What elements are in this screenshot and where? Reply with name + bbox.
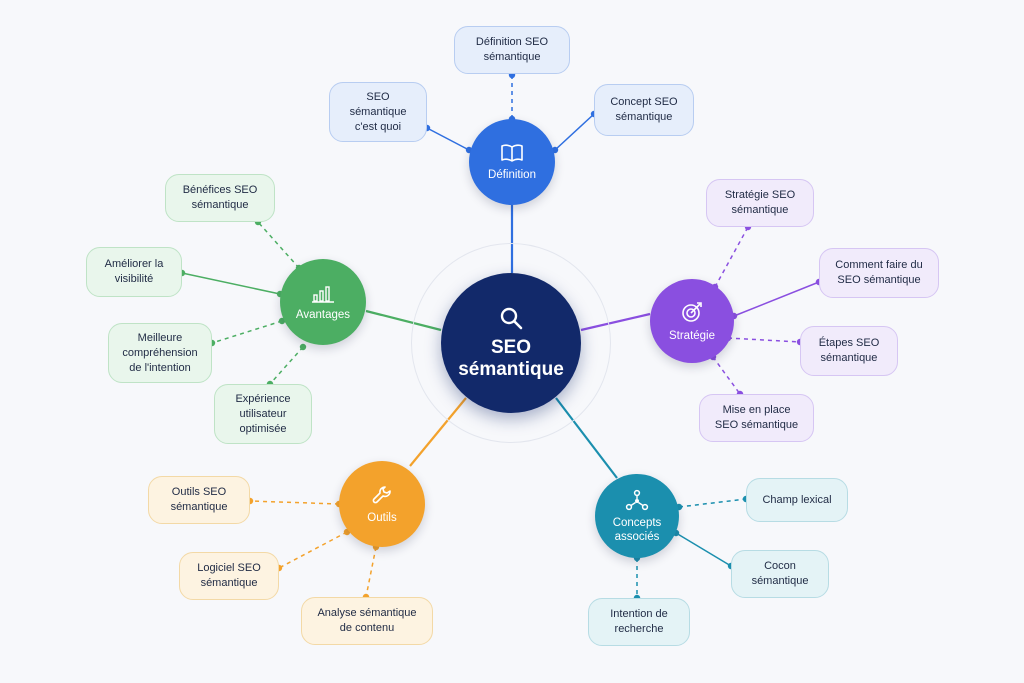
connector-definition-leaf bbox=[554, 113, 595, 151]
leaf-line: optimisée bbox=[239, 422, 287, 435]
leaf-line: Logiciel SEO bbox=[197, 562, 261, 574]
center-title-line2: sémantique bbox=[458, 359, 564, 380]
leaf-line: visibilité bbox=[114, 273, 154, 285]
leaf-line: Mise en place bbox=[722, 404, 791, 416]
connector-strategie-leaf bbox=[714, 226, 749, 288]
leaf-line: c'est quoi bbox=[354, 120, 402, 133]
leaf-line: Stratégie SEO bbox=[724, 189, 796, 201]
leaf-line: Concept SEO bbox=[610, 96, 678, 108]
leaf-logiciel-seo-semantique[interactable]: Logiciel SEO sémantique bbox=[179, 552, 279, 600]
leaf-experience-utilisateur[interactable]: Expérience utilisateur optimisée bbox=[214, 384, 312, 444]
leaf-analyse-semantique-de-contenu[interactable]: Analyse sémantique de contenu bbox=[301, 597, 433, 645]
hub-avantages[interactable]: Avantages bbox=[280, 259, 366, 345]
leaf-line: sémantique bbox=[170, 501, 228, 513]
leaf-seo-semantique-c-est-quoi[interactable]: SEO sémantique c'est quoi bbox=[329, 82, 427, 142]
wrench-icon bbox=[372, 485, 391, 503]
leaf-line: sémantique bbox=[731, 204, 789, 216]
connector-strategie-leaf bbox=[733, 281, 820, 317]
leaf-line: Intention de bbox=[610, 608, 668, 620]
leaf-line: sémantique bbox=[349, 105, 407, 118]
leaf-line: sémantique bbox=[751, 575, 809, 587]
leaf-meilleure-comprehension[interactable]: Meilleure compréhension de l'intention bbox=[108, 323, 212, 383]
hub-concepts-label-line1: Concepts bbox=[612, 516, 662, 529]
hub-avantages-label: Avantages bbox=[295, 308, 351, 321]
leaf-line: sémantique bbox=[191, 199, 249, 211]
leaf-line: Bénéfices SEO bbox=[182, 184, 258, 196]
connector-concepts-leaf bbox=[678, 498, 747, 508]
connector-dot bbox=[299, 343, 307, 351]
leaf-line: Définition SEO bbox=[475, 36, 549, 48]
network-nodes-icon bbox=[625, 489, 649, 510]
center-halo bbox=[411, 243, 611, 443]
leaf-line: de contenu bbox=[339, 622, 395, 634]
leaf-outils-seo-semantique[interactable]: Outils SEO sémantique bbox=[148, 476, 250, 524]
leaf-definition-seo-semantique[interactable]: Définition SEO sémantique bbox=[454, 26, 570, 74]
leaf-line: utilisateur bbox=[239, 407, 287, 420]
leaf-line: Meilleure bbox=[137, 331, 183, 344]
leaf-line: Améliorer la bbox=[104, 258, 164, 270]
hub-concepts[interactable]: Concepts associés bbox=[595, 474, 679, 558]
leaf-champ-lexical[interactable]: Champ lexical bbox=[746, 478, 848, 522]
leaf-benefices-seo-semantique[interactable]: Bénéfices SEO sémantique bbox=[165, 174, 275, 222]
hub-strategie[interactable]: Stratégie bbox=[650, 279, 734, 363]
hub-strategie-label: Stratégie bbox=[668, 329, 716, 342]
leaf-line: Cocon bbox=[764, 560, 796, 572]
connector-avantages-leaf bbox=[211, 320, 283, 344]
hub-concepts-label-line2: associés bbox=[614, 530, 660, 543]
bar-chart-icon bbox=[312, 285, 334, 303]
center-title-line1: SEO bbox=[490, 337, 532, 358]
leaf-line: Comment faire du bbox=[835, 259, 923, 271]
connector-avantages-leaf bbox=[269, 346, 304, 385]
connector-outils-leaf bbox=[278, 531, 348, 569]
leaf-line: de l'intention bbox=[129, 361, 191, 374]
connector-strategie-leaf bbox=[712, 356, 741, 395]
connector-strategie-leaf bbox=[727, 337, 801, 343]
leaf-line: Analyse sémantique bbox=[317, 607, 417, 619]
leaf-cocon-semantique[interactable]: Cocon sémantique bbox=[731, 550, 829, 598]
hub-outils[interactable]: Outils bbox=[339, 461, 425, 547]
leaf-concept-seo-semantique[interactable]: Concept SEO sémantique bbox=[594, 84, 694, 136]
leaf-comment-faire-du-seo-semantique[interactable]: Comment faire du SEO sémantique bbox=[819, 248, 939, 298]
leaf-intention-de-recherche[interactable]: Intention de recherche bbox=[588, 598, 690, 646]
leaf-line: sémantique bbox=[483, 51, 541, 63]
leaf-line: sémantique bbox=[820, 352, 878, 364]
leaf-line: Outils SEO bbox=[171, 486, 227, 498]
leaf-line: Expérience bbox=[235, 392, 291, 405]
target-icon bbox=[682, 301, 702, 322]
leaf-ameliorer-la-visibilite[interactable]: Améliorer la visibilité bbox=[86, 247, 182, 297]
open-book-icon bbox=[501, 143, 523, 162]
connector-definition-leaf bbox=[426, 127, 470, 151]
leaf-line: Étapes SEO bbox=[818, 337, 880, 349]
leaf-line: sémantique bbox=[615, 111, 673, 123]
connector-outils-leaf bbox=[249, 500, 340, 505]
leaf-line: recherche bbox=[614, 623, 664, 635]
hub-outils-label: Outils bbox=[367, 511, 397, 524]
leaf-strategie-seo-semantique[interactable]: Stratégie SEO sémantique bbox=[706, 179, 814, 227]
leaf-etapes-seo-semantique[interactable]: Étapes SEO sémantique bbox=[800, 326, 898, 376]
connector-concepts-leaf bbox=[675, 532, 732, 567]
leaf-line: SEO sémantique bbox=[837, 274, 921, 286]
leaf-line: sémantique bbox=[200, 577, 258, 589]
hub-definition-label: Définition bbox=[488, 168, 536, 181]
center-node[interactable]: SEO sémantique bbox=[441, 273, 581, 413]
connector-outils-leaf bbox=[365, 546, 377, 598]
hub-definition[interactable]: Définition bbox=[469, 119, 555, 205]
leaf-line: SEO sémantique bbox=[714, 419, 799, 431]
leaf-line: SEO bbox=[366, 90, 390, 103]
connector-avantages-leaf bbox=[257, 221, 300, 269]
magnifier-icon bbox=[500, 307, 523, 330]
connector-avantages-leaf bbox=[181, 272, 281, 295]
leaf-line: compréhension bbox=[122, 346, 198, 359]
leaf-line: Champ lexical bbox=[762, 493, 832, 506]
